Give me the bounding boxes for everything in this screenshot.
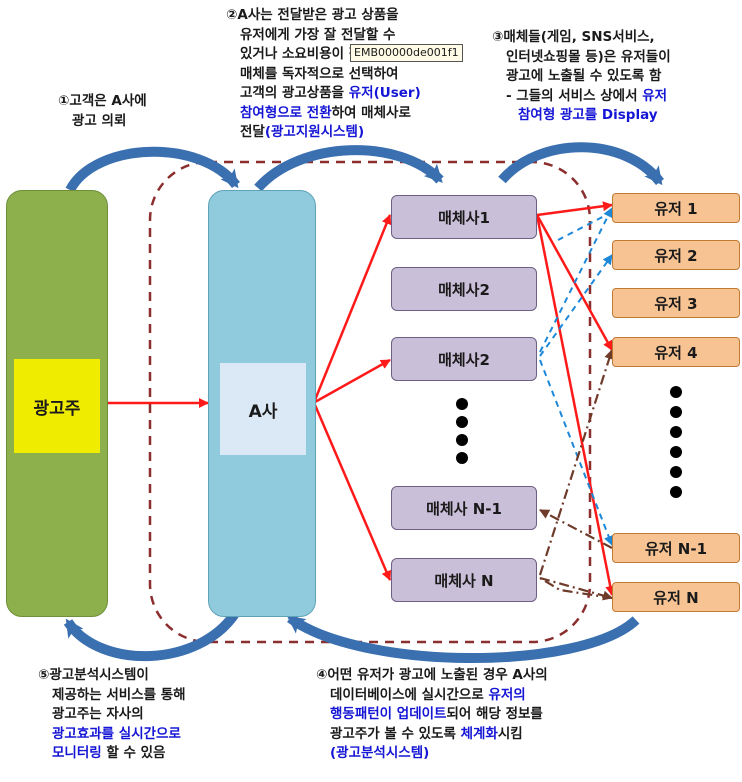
- user-label: 유저 N: [653, 588, 699, 607]
- company-label: A사: [248, 401, 278, 422]
- note-step1: ①고객은 A사에 광고 의뢰: [58, 93, 147, 129]
- tooltip-tag: EMB00000de001f1: [350, 44, 463, 62]
- media-box-2: 매체사2: [391, 267, 537, 311]
- arrow-media1-to-userN: [535, 214, 616, 596]
- user-box-2: 유저 2: [612, 240, 740, 270]
- feedback-media2-user2: [539, 254, 613, 357]
- user-label: 유저 4: [654, 343, 698, 362]
- media-ellipsis: [456, 398, 468, 470]
- user-box-1: 유저 1: [612, 193, 740, 223]
- feedback-user1-media1: [557, 211, 613, 241]
- media-label: 매체사 N: [434, 571, 494, 590]
- flow-arrow-4: [286, 613, 640, 663]
- system-boundary: [148, 160, 592, 644]
- arrow-company-to-media2: [314, 358, 391, 404]
- media-box-n: 매체사 N: [391, 558, 537, 602]
- media-box-n1: 매체사 N-1: [391, 486, 537, 530]
- flow-arrow-2: [254, 145, 444, 192]
- dashdot-userN1-to-mediaN1: [539, 509, 613, 549]
- note-step5: ⑤광고분석시스템이 제공하는 서비스를 통해 광고주는 자사의 광고효과를 실시…: [38, 667, 186, 761]
- flow-arrow-3: [498, 142, 664, 186]
- arrow-company-to-media1: [313, 214, 392, 401]
- media-label: 매체사1: [438, 208, 490, 227]
- feedback-media2-userN1: [539, 359, 614, 546]
- media-label: 매체사2: [438, 350, 490, 369]
- arrow-media1-to-user1: [536, 201, 613, 217]
- user-box-n1: 유저 N-1: [612, 533, 740, 563]
- note-step2: ②A사는 전달받은 광고 상품을 유저에게 가장 잘 전달할 수 있거나 소요비…: [226, 7, 421, 140]
- dashdot-mediaN-to-userN: [539, 576, 613, 601]
- media-label: 매체사 N-1: [426, 499, 502, 518]
- company-box: A사: [220, 363, 306, 455]
- advertiser-box: 광고주: [14, 359, 100, 453]
- user-ellipsis: [670, 386, 682, 506]
- media-box-1: 매체사1: [391, 195, 537, 239]
- user-label: 유저 1: [654, 199, 698, 218]
- user-label: 유저 2: [654, 246, 698, 265]
- note-step4: ④어떤 유저가 광고에 노출된 경우 A사의 데이터베이스에 실시간으로 유저의…: [316, 667, 548, 761]
- media-box-3: 매체사2: [391, 337, 537, 381]
- user-box-n: 유저 N: [612, 582, 740, 612]
- user-box-3: 유저 3: [612, 288, 740, 318]
- user-label: 유저 3: [654, 294, 698, 313]
- user-label: 유저 N-1: [644, 539, 708, 558]
- user-box-4: 유저 4: [612, 337, 740, 367]
- note-step3: ③매체들(게임, SNS서비스, 인터넷쇼핑몰 등)은 유저들이 광고에 노출될…: [492, 29, 671, 123]
- flow-arrow-1: [65, 146, 240, 193]
- feedback-media2-user1: [539, 207, 613, 353]
- dashdot-userN-to-mediaN: [539, 577, 613, 600]
- advertiser-label: 광고주: [33, 398, 81, 419]
- media-label: 매체사2: [438, 280, 490, 299]
- flow-arrow-5: [63, 609, 241, 662]
- arrow-company-to-mediaN: [313, 404, 392, 581]
